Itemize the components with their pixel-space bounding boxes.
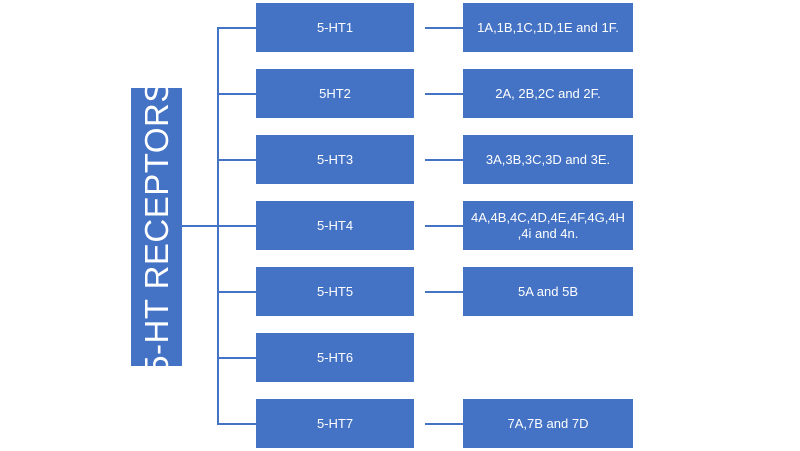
branch-line-7 [217,423,256,425]
branch-line-1 [217,27,256,29]
branch-line-3 [217,159,256,161]
subtype-connector-1 [425,27,463,29]
subtype-label: 2A, 2B,2C and 2F. [495,85,601,101]
subtype-label: 4A,4B,4C,4D,4E,4F,4G,4H ,4i and 4n. [471,209,625,241]
receptor-label: 5-HT3 [316,151,354,167]
subtype-label: 3A,3B,3C,3D and 3E. [485,151,611,167]
receptor-label: 5-HT4 [316,217,354,233]
subtype-node-5ht5: 5A and 5B [463,267,633,316]
subtype-connector-4 [425,225,463,227]
receptor-node-5ht2: 5HT2 [256,69,414,118]
receptor-node-5ht1: 5-HT1 [256,3,414,52]
subtype-connector-5 [425,291,463,293]
subtype-label: 1A,1B,1C,1D,1E and 1F. [477,19,619,35]
receptor-label: 5-HT1 [316,19,354,35]
receptor-node-5ht5: 5-HT5 [256,267,414,316]
subtype-node-5ht3: 3A,3B,3C,3D and 3E. [463,135,633,184]
subtype-node-5ht4: 4A,4B,4C,4D,4E,4F,4G,4H ,4i and 4n. [463,201,633,250]
subtype-connector-3 [425,159,463,161]
branch-line-6 [217,357,256,359]
branch-line-5 [217,291,256,293]
receptor-label: 5HT2 [319,85,351,101]
subtype-connector-2 [425,93,463,95]
receptor-label: 5-HT7 [316,415,354,431]
root-label: 5-HT RECEPTORS [137,80,175,374]
receptor-node-5ht6: 5-HT6 [256,333,414,382]
subtype-node-5ht2: 2A, 2B,2C and 2F. [463,69,633,118]
branch-line-4 [217,225,256,227]
root-node: 5-HT RECEPTORS [131,80,182,374]
subtype-node-5ht1: 1A,1B,1C,1D,1E and 1F. [463,3,633,52]
subtype-label: 7A,7B and 7D [507,415,589,431]
branch-line-2 [217,93,256,95]
subtype-connector-7 [425,423,463,425]
subtype-node-5ht7: 7A,7B and 7D [463,399,633,448]
receptor-label: 5-HT5 [316,283,354,299]
subtype-label: 5A and 5B [518,283,578,299]
receptor-node-5ht3: 5-HT3 [256,135,414,184]
receptor-node-5ht7: 5-HT7 [256,399,414,448]
root-connector [182,225,218,227]
receptor-label: 5-HT6 [316,349,354,365]
receptor-node-5ht4: 5-HT4 [256,201,414,250]
